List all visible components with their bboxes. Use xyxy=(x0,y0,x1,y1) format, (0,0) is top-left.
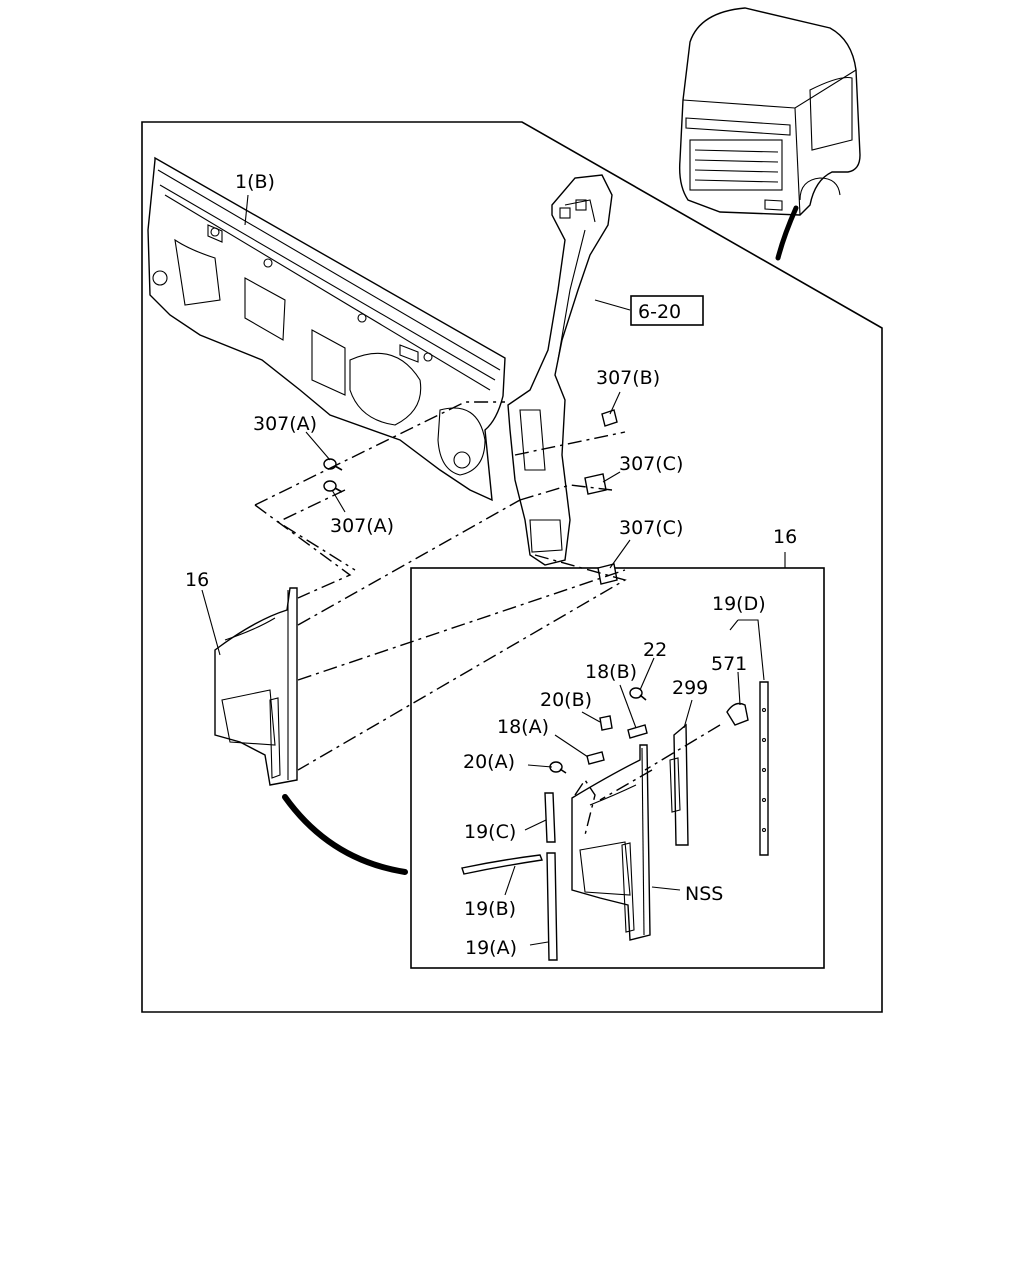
seal-19b xyxy=(461,854,543,875)
label-16-left: 16 xyxy=(185,569,209,591)
assembly-lines-inset xyxy=(574,724,721,836)
label-571: 571 xyxy=(711,653,747,675)
assembly-lines-main xyxy=(254,401,627,771)
clip-307a-top xyxy=(323,458,343,471)
reference-box xyxy=(630,295,704,326)
clip-18b xyxy=(627,724,648,739)
label-18b: 18(B) xyxy=(585,661,637,683)
label-18a: 18(A) xyxy=(497,716,549,738)
corner-panel-nss xyxy=(571,744,651,941)
corner-panel-left xyxy=(214,587,298,786)
label-20a: 20(A) xyxy=(463,751,515,773)
clip-307c-top xyxy=(584,473,607,495)
truck-cab-icon xyxy=(678,7,861,216)
label-16-right: 16 xyxy=(773,526,797,548)
clip-571 xyxy=(726,702,749,726)
label-307a-top: 307(A) xyxy=(253,413,317,435)
label-22: 22 xyxy=(643,639,667,661)
clip-20b xyxy=(599,715,613,731)
label-19d: 19(D) xyxy=(712,593,766,615)
clip-307b xyxy=(601,409,618,427)
seal-19c xyxy=(544,792,556,843)
clip-307a-bottom xyxy=(323,480,343,493)
label-307c-bottom: 307(C) xyxy=(619,517,683,539)
label-nss: NSS xyxy=(685,883,723,905)
leader-lines xyxy=(201,194,786,946)
label-19b: 19(B) xyxy=(464,898,516,920)
clip-18a xyxy=(586,751,605,765)
front-panel xyxy=(147,156,506,502)
label-307b: 307(B) xyxy=(596,367,660,389)
bolt-22 xyxy=(629,687,647,701)
label-20b: 20(B) xyxy=(540,689,592,711)
label-307a-bottom: 307(A) xyxy=(330,515,394,537)
label-19c: 19(C) xyxy=(464,821,516,843)
seal-19a xyxy=(546,852,558,961)
label-19a: 19(A) xyxy=(465,937,517,959)
trim-299 xyxy=(669,723,689,846)
seal-19d xyxy=(759,681,769,856)
outer-frame xyxy=(141,121,883,1013)
label-1b: 1(B) xyxy=(235,171,275,193)
label-307c-top: 307(C) xyxy=(619,453,683,475)
clip-20a xyxy=(549,761,567,774)
label-299: 299 xyxy=(672,677,708,699)
a-pillar xyxy=(507,174,613,566)
inset-frame xyxy=(410,567,825,969)
label-6-20: 6-20 xyxy=(638,301,681,323)
cab-leader xyxy=(775,205,799,261)
detail-leader xyxy=(282,794,408,875)
